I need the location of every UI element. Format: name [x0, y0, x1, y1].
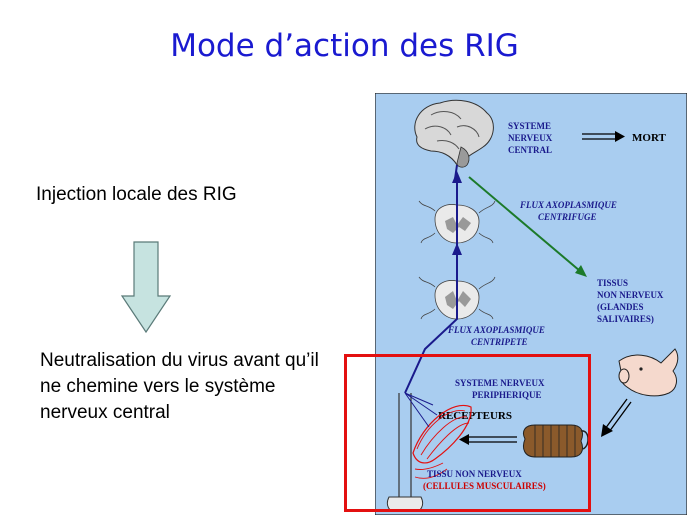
- pig-icon: [618, 348, 679, 397]
- double-arrow-icon: [582, 131, 625, 142]
- cns-label-line2: NERVEUX: [508, 133, 553, 143]
- flux-centrifuge-label-line1: FLUX AXOPLASMIQUE: [519, 200, 617, 210]
- flux-centripete-label-line2: CENTRIPETE: [471, 337, 528, 347]
- cns-label-line3: CENTRAL: [508, 145, 552, 155]
- flux-centrifuge-label-line2: CENTRIFUGE: [538, 212, 597, 222]
- tissue-label-line2: NON NERVEUX: [597, 290, 664, 300]
- death-label: MORT: [632, 132, 666, 144]
- down-arrow-icon: [120, 241, 172, 334]
- tissue-label-line3: (GLANDES: [597, 302, 644, 312]
- tissue-label-line1: TISSUS: [597, 278, 628, 288]
- rabies-pathway-diagram: SYSTEME NERVEUX CENTRAL MORT FLUX AXOPLA…: [375, 93, 687, 515]
- pns-label-line1: SYSTEME NERVEUX: [455, 378, 545, 388]
- step-injection-text: Injection locale des RIG: [36, 184, 237, 205]
- virus-arrow-icon: [459, 434, 517, 445]
- bone-muscle-icon: [386, 392, 472, 512]
- tissue-label-line4: SALIVAIRES): [597, 314, 654, 324]
- pns-label-line2: PERIPHERIQUE: [472, 390, 542, 400]
- slide-title: Mode d’action des RIG: [170, 28, 519, 64]
- virus-icon: [522, 424, 589, 458]
- muscle-cells-label: (CELLULES MUSCULAIRES): [423, 481, 546, 491]
- cns-label-line1: SYSTEME: [508, 121, 551, 131]
- bite-arrow-icon: [601, 398, 632, 437]
- flux-centripete-label-line1: FLUX AXOPLASMIQUE: [447, 325, 545, 335]
- step-neutralisation-text: Neutralisation du virus avant qu’il ne c…: [40, 350, 319, 423]
- brain-icon: [414, 99, 494, 168]
- nonnerve-tissue-label: TISSU NON NERVEUX: [427, 469, 522, 479]
- highlight-frame: [344, 354, 591, 512]
